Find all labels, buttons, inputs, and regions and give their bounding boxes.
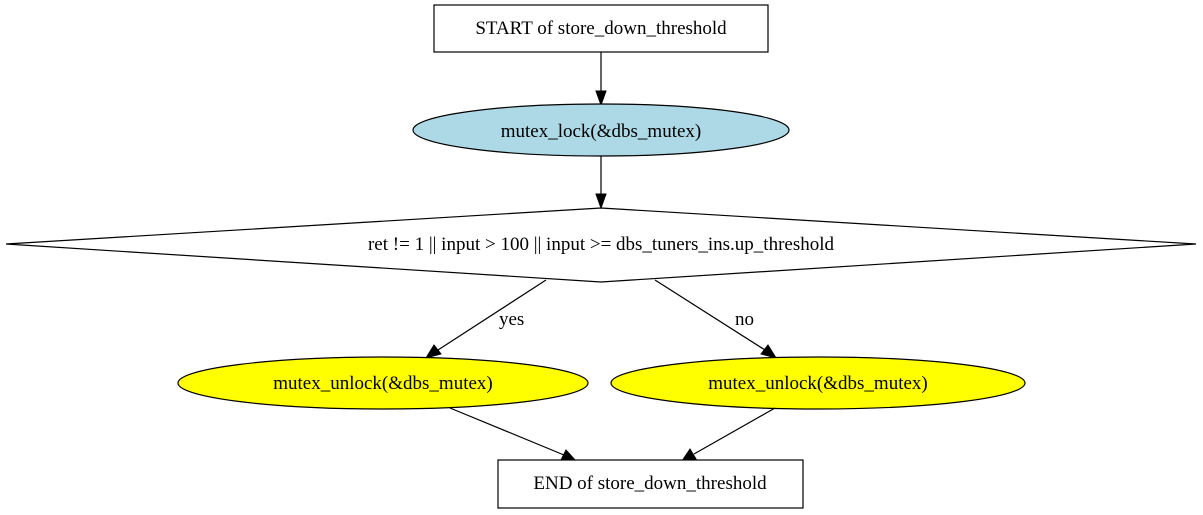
arrowhead xyxy=(680,448,697,462)
unlock-no-node-ellipse xyxy=(610,356,1026,410)
unlock-no-node: mutex_unlock(&dbs_mutex) xyxy=(610,356,1026,410)
end-node-label: END of store_down_threshold xyxy=(533,473,767,494)
edge-unlock-yes-to-end xyxy=(449,407,578,462)
start-node: START of store_down_threshold xyxy=(433,4,769,53)
edge-yes-label: yes xyxy=(499,309,524,330)
edge-unlock-no-to-end xyxy=(680,407,776,462)
edge-no-label: no xyxy=(735,309,754,330)
edge-decision-no: no xyxy=(654,279,778,359)
decision-node-label: ret != 1 || input > 100 || input >= dbs_… xyxy=(368,234,835,255)
unlock-yes-node-label: mutex_unlock(&dbs_mutex) xyxy=(273,373,493,394)
start-node-box xyxy=(433,4,769,53)
lock-node: mutex_lock(&dbs_mutex) xyxy=(412,103,790,157)
lock-node-label: mutex_lock(&dbs_mutex) xyxy=(501,121,702,142)
arrowhead xyxy=(595,193,607,210)
decision-node-diamond xyxy=(5,207,1197,283)
unlock-yes-node-ellipse xyxy=(177,356,589,410)
edge-decision-yes: yes xyxy=(424,279,547,359)
edge-lock-to-decision xyxy=(595,156,607,210)
start-node-label: START of store_down_threshold xyxy=(475,18,727,39)
arrowhead xyxy=(560,449,578,462)
arrowhead xyxy=(424,344,442,359)
end-node: END of store_down_threshold xyxy=(497,459,804,509)
unlock-no-node-label: mutex_unlock(&dbs_mutex) xyxy=(708,373,928,394)
end-node-box xyxy=(497,459,804,509)
decision-node: ret != 1 || input > 100 || input >= dbs_… xyxy=(5,207,1197,283)
edge-start-to-lock xyxy=(595,52,607,107)
arrowhead xyxy=(595,90,607,107)
unlock-yes-node: mutex_unlock(&dbs_mutex) xyxy=(177,356,589,410)
arrowhead xyxy=(760,344,778,359)
